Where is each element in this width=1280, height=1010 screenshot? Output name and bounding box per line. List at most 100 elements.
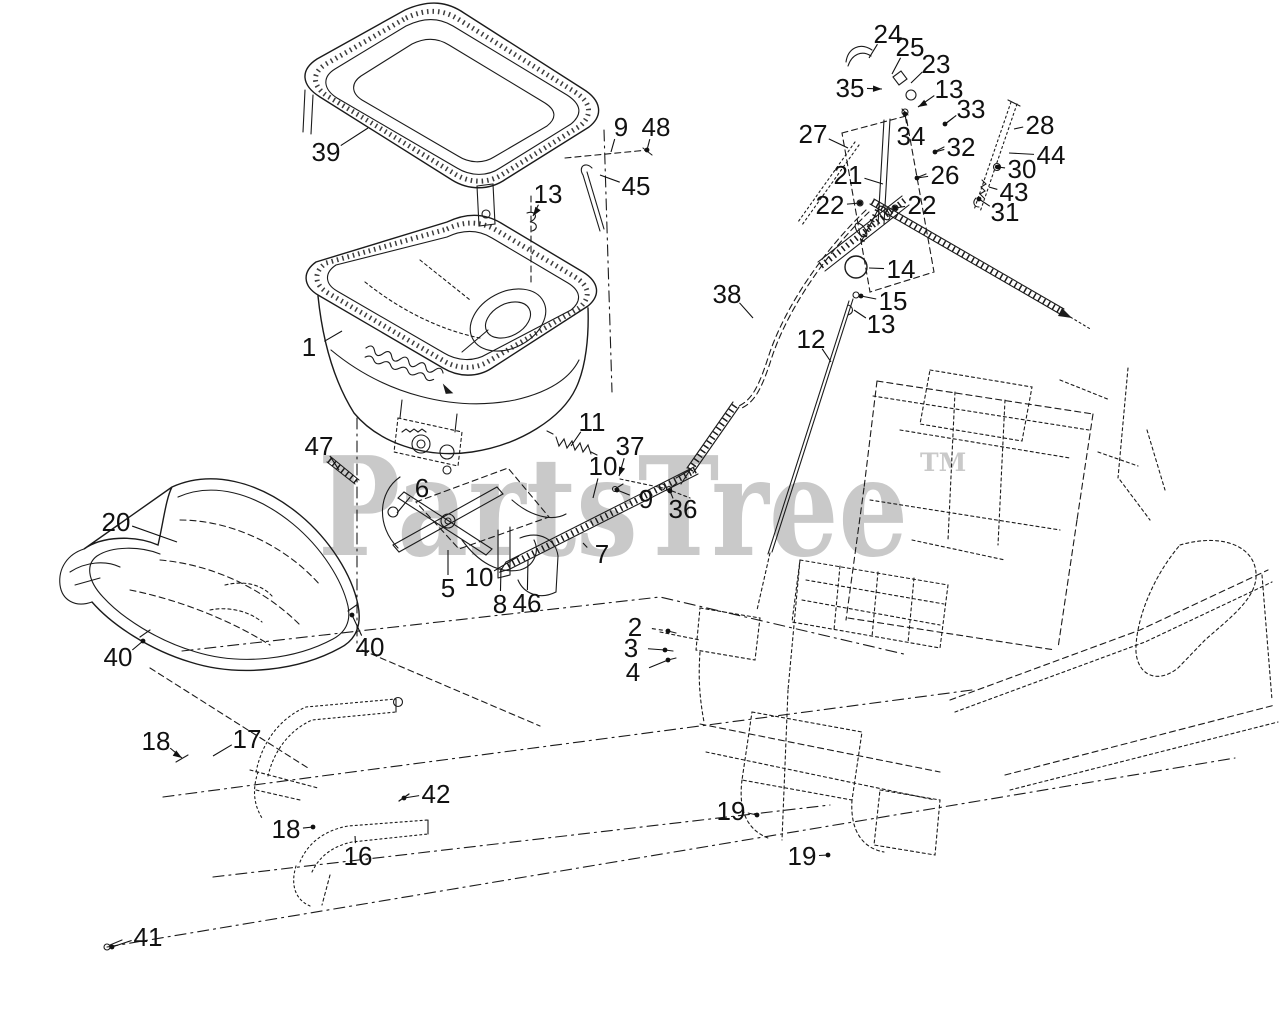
callout-number-28: 28	[1026, 110, 1055, 140]
hopper-logo-scribble	[364, 345, 454, 394]
callout-number-26: 26	[931, 160, 960, 190]
tractor-frame-art	[659, 367, 1166, 723]
callout-38: 38	[713, 279, 754, 319]
callout-number-11: 11	[579, 407, 606, 437]
callout-33: 33	[942, 94, 986, 127]
callout-number-31: 31	[991, 197, 1020, 227]
callout-39: 39	[312, 127, 369, 167]
callout-number-30: 30	[1008, 154, 1037, 184]
callout-47: 47	[305, 431, 340, 471]
callout-number-16: 16	[344, 841, 373, 871]
callout-number-13: 13	[935, 74, 964, 104]
callout-28: 28	[1013, 110, 1055, 140]
axle-art	[498, 466, 699, 573]
mount-bracket-upper-art	[249, 696, 404, 819]
callout-number-20: 20	[102, 507, 131, 537]
callout-number-7: 7	[595, 539, 609, 569]
callout-number-37: 37	[616, 431, 645, 461]
callout-1: 1	[302, 330, 343, 362]
hopper-art	[305, 214, 598, 455]
callout-12: 12	[797, 324, 832, 363]
callout-36: 36	[667, 488, 698, 524]
callout-number-40: 40	[356, 632, 385, 662]
callout-number-17: 17	[233, 724, 262, 754]
callout-number-15: 15	[879, 286, 908, 316]
callout-44: 44	[1008, 140, 1066, 170]
callout-10: 10	[465, 555, 520, 592]
watermark-tm: TM	[920, 448, 966, 477]
callout-number-35: 35	[836, 73, 865, 103]
callout-10: 10	[589, 451, 618, 499]
callout-24: 24	[868, 19, 903, 59]
callout-35: 35	[836, 73, 883, 103]
callout-number-23: 23	[922, 49, 951, 79]
callout-number-24: 24	[874, 19, 903, 49]
callout-22: 22	[892, 190, 937, 220]
callout-45: 45	[599, 171, 651, 201]
callout-number-1: 1	[302, 332, 316, 362]
callout-17: 17	[212, 724, 262, 757]
callout-number-46: 46	[513, 588, 542, 618]
callout-number-32: 32	[947, 132, 976, 162]
callout-19: 19	[788, 841, 831, 871]
callout-number-13: 13	[867, 309, 896, 339]
callout-number-25: 25	[896, 32, 925, 62]
callout-number-10: 10	[589, 451, 618, 481]
callout-number-22: 22	[908, 190, 937, 220]
callout-46: 46	[513, 559, 542, 618]
callout-number-5: 5	[441, 573, 455, 603]
callout-number-12: 12	[797, 324, 826, 354]
cable-art	[675, 205, 882, 485]
callout-number-22: 22	[816, 190, 845, 220]
adjuster-rod-art	[973, 99, 1021, 213]
callout-number-19: 19	[717, 796, 746, 826]
callout-9: 9	[610, 112, 628, 153]
callout-23: 23	[910, 49, 951, 84]
callout-18: 18	[142, 726, 183, 759]
callout-number-45: 45	[622, 171, 651, 201]
callout-number-41: 41	[134, 922, 163, 952]
callout-number-43: 43	[1000, 177, 1029, 207]
callout-number-18: 18	[272, 814, 301, 844]
callout-25: 25	[891, 32, 925, 75]
callout-40: 40	[349, 612, 385, 662]
callout-40: 40	[104, 638, 146, 672]
callout-22: 22	[816, 190, 863, 220]
callout-41: 41	[109, 922, 163, 952]
callout-26: 26	[914, 160, 960, 190]
callout-number-19: 19	[788, 841, 817, 871]
callout-number-10: 10	[465, 562, 494, 592]
callout-number-44: 44	[1037, 140, 1066, 170]
callout-number-36: 36	[669, 494, 698, 524]
callout-number-48: 48	[642, 112, 671, 142]
callout-number-27: 27	[799, 119, 828, 149]
callout-number-18: 18	[142, 726, 171, 756]
spring-art	[546, 430, 598, 456]
impeller-assembly-art	[381, 467, 567, 597]
callout-number-13: 13	[534, 179, 563, 209]
callout-30: 30	[995, 154, 1037, 184]
callout-37: 37	[616, 431, 645, 477]
callout-34: 34	[897, 111, 925, 151]
callout-3: 3	[624, 633, 668, 663]
callout-27: 27	[799, 119, 849, 149]
callout-43: 43	[988, 177, 1029, 207]
callout-18: 18	[272, 814, 316, 844]
callout-15: 15	[858, 286, 908, 316]
callout-42: 42	[401, 779, 450, 809]
callout-16: 16	[344, 835, 373, 871]
callout-layer: 1234567899101011121313131415161718181919…	[102, 19, 1066, 952]
right-arm-art	[949, 539, 1279, 791]
callout-number-38: 38	[713, 279, 742, 309]
callout-number-33: 33	[957, 94, 986, 124]
callout-6: 6	[396, 473, 429, 514]
callout-13: 13	[853, 309, 896, 339]
callout-5: 5	[441, 550, 455, 603]
callout-number-21: 21	[834, 160, 863, 190]
callout-number-3: 3	[624, 633, 638, 663]
callout-19: 19	[717, 796, 760, 826]
callout-number-4: 4	[626, 657, 640, 687]
agitator-gearbox-art	[326, 399, 463, 485]
callout-number-6: 6	[415, 473, 429, 503]
callout-48: 48	[642, 112, 671, 153]
